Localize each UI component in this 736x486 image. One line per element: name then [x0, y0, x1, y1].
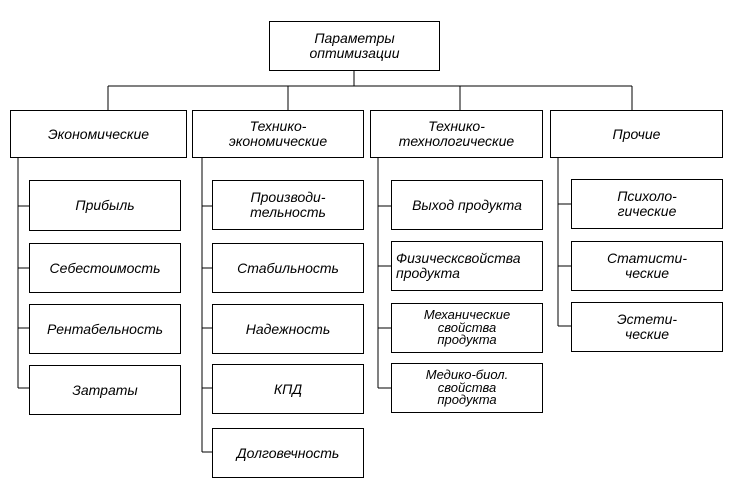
category-technical-economic: Технико- экономические: [192, 110, 364, 158]
item-cost-price: Себестоимость: [29, 243, 181, 293]
root-node: Параметры оптимизации: [269, 21, 440, 71]
item-aesthetic: Эстети- ческие: [571, 302, 723, 352]
item-durability: Долговечность: [212, 428, 364, 478]
item-profit: Прибыль: [29, 180, 181, 231]
item-mechanical-properties: Механические свойства продукта: [391, 303, 543, 353]
item-biomedical-properties: Медико-биол. свойства продукта: [391, 363, 543, 413]
item-productivity: Производи- тельность: [212, 180, 364, 230]
item-expenses: Затраты: [29, 365, 181, 415]
item-statistical: Статисти- ческие: [571, 241, 723, 291]
category-economic: Экономические: [10, 110, 187, 158]
category-technical-technological: Технико- технологические: [370, 110, 543, 158]
item-product-yield: Выход продукта: [391, 180, 543, 230]
item-profitability: Рентабельность: [29, 304, 181, 354]
item-stability: Стабильность: [212, 243, 364, 293]
item-efficiency: КПД: [212, 364, 364, 414]
item-physical-properties: Физическсвойства продукта: [391, 241, 543, 291]
item-psychological: Психоло- гические: [571, 179, 723, 229]
item-reliability: Надежность: [212, 304, 364, 354]
category-other: Прочие: [550, 110, 723, 158]
